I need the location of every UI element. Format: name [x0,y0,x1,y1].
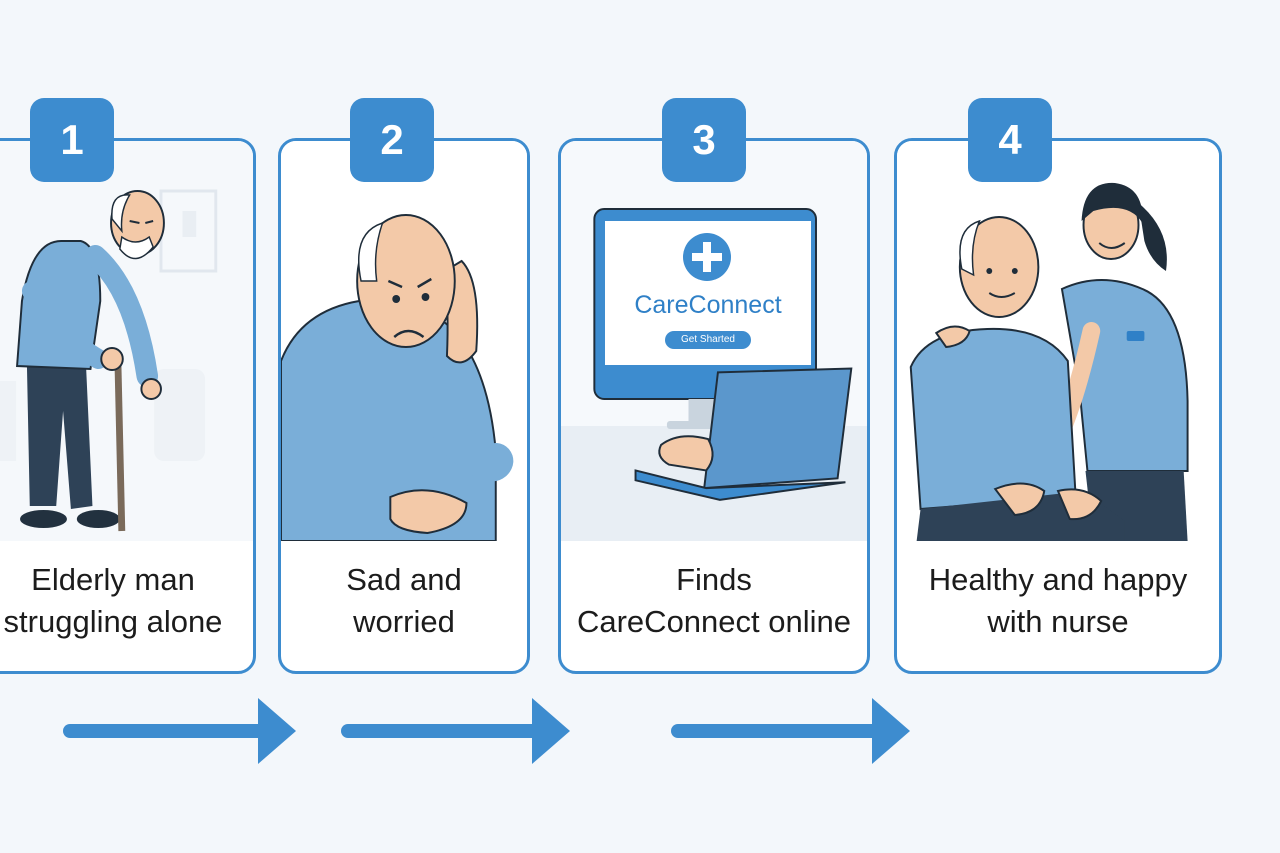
caption-line-1: Healthy and happy [928,562,1188,597]
step-number-badge: 3 [662,98,746,182]
step-card-1: Elderly man struggling alone 1 [0,98,256,674]
step-number-badge: 2 [350,98,434,182]
card-frame: Sad and worried [278,138,530,674]
arrow-right-icon [63,698,296,764]
monitor-screen: CareConnect Get Sharted [605,221,811,365]
plus-logo-icon [683,233,731,281]
get-started-button[interactable]: Get Sharted [665,331,751,349]
scene-sad-worried-man [281,141,527,541]
flow-arrow-2 [340,696,572,766]
arrow-right-icon [671,698,910,764]
caption-line-2: CareConnect online [576,604,851,639]
step-caption: Finds CareConnect online [561,559,867,643]
scene-man-with-nurse [897,141,1219,541]
step-caption: Healthy and happy with nurse [897,559,1219,643]
caption-line-2: worried [353,604,455,639]
caption-line-2: struggling alone [3,604,223,639]
card-frame: Elderly man struggling alone [0,138,256,674]
caption-line-1: Sad and [346,562,462,597]
step-caption: Elderly man struggling alone [0,559,253,643]
step-number-badge: 1 [30,98,114,182]
flow-arrow-3 [670,696,912,766]
arrow-right-icon [341,698,570,764]
scene-computer-search: CareConnect Get Sharted [561,141,867,541]
step-card-2: Sad and worried 2 [278,98,530,674]
scene-elderly-man-with-cane [0,141,253,541]
caption-line-2: with nurse [987,604,1129,639]
step-card-4: Healthy and happy with nurse 4 [894,98,1222,674]
step-number-badge: 4 [968,98,1052,182]
caption-line-1: Elderly man [31,562,195,597]
caption-line-1: Finds [676,562,752,597]
flow-arrow-1 [62,696,298,766]
card-frame: Healthy and happy with nurse [894,138,1222,674]
step-card-3: CareConnect Get Sharted Finds CareConnec… [558,98,870,674]
card-frame: CareConnect Get Sharted Finds CareConnec… [558,138,870,674]
brand-name: CareConnect [634,291,782,319]
step-caption: Sad and worried [281,559,527,643]
